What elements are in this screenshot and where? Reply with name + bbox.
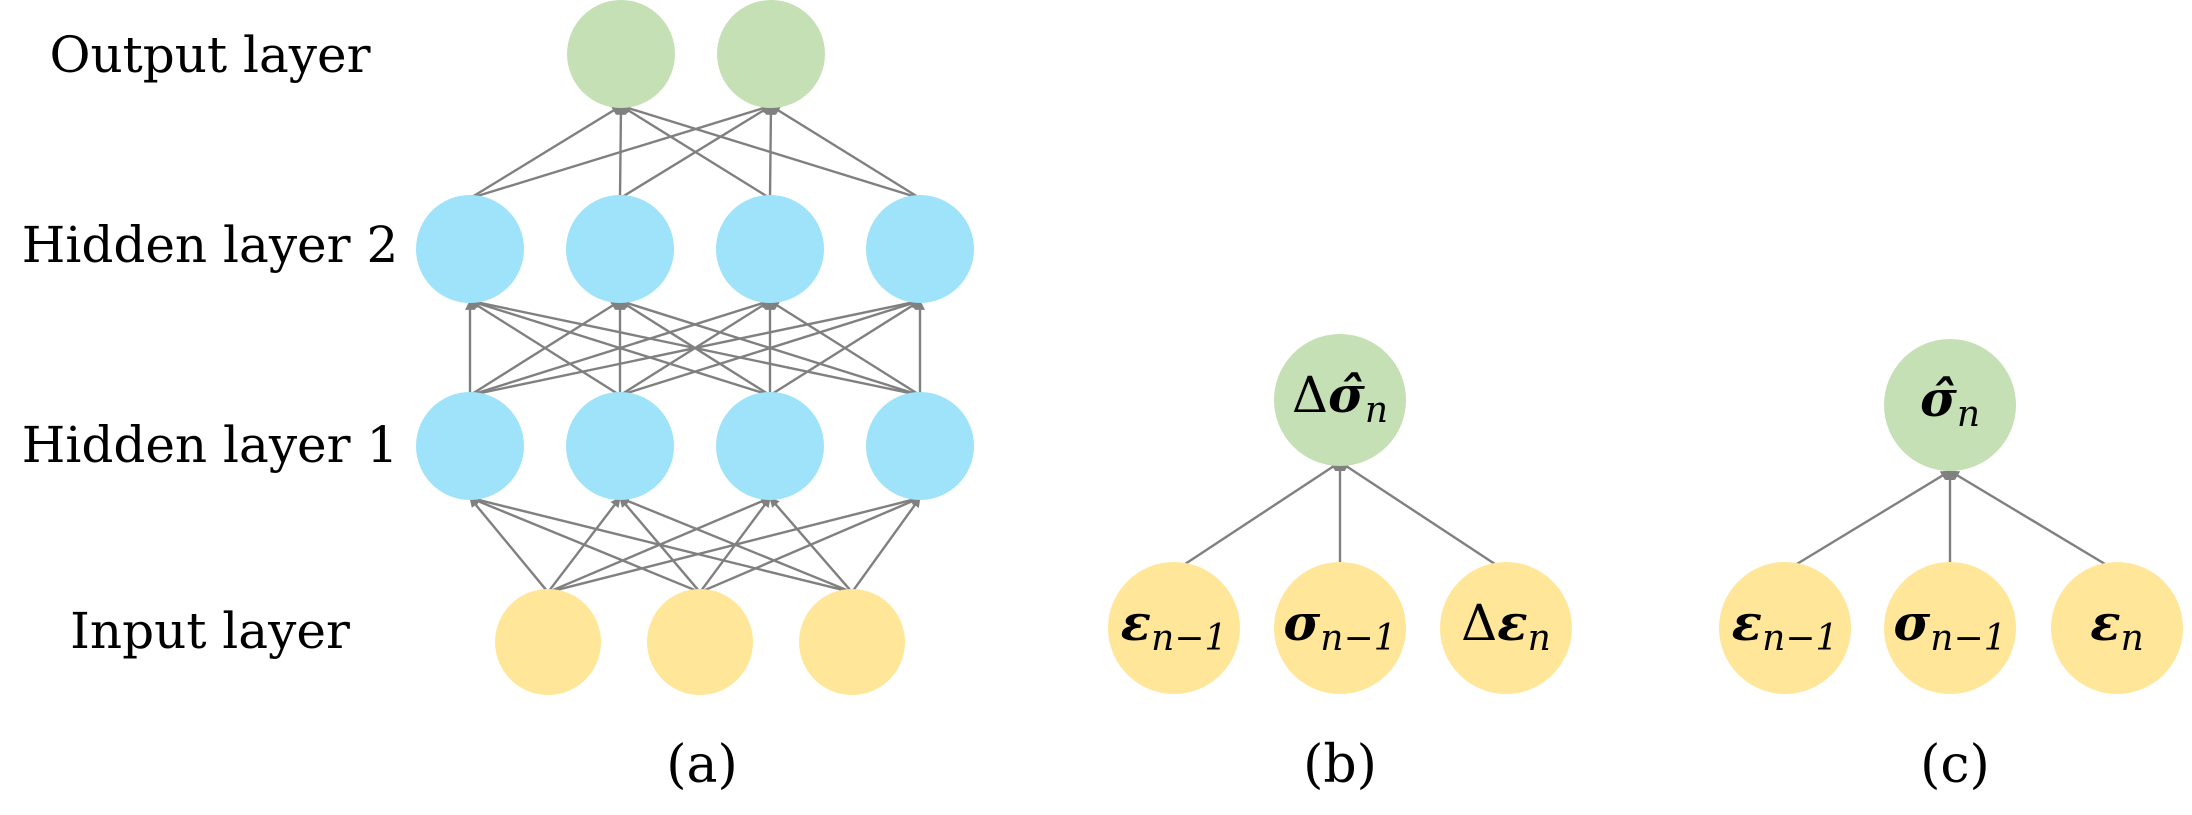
hidden-layer-2-label: Hidden layer 2 (22, 216, 399, 274)
panel-b-input-node-2 (1274, 562, 1406, 694)
output-node-1 (567, 0, 675, 108)
panel-b-caption: (b) (1303, 735, 1377, 795)
edge-hidden2-2-to-output-0 (620, 104, 771, 200)
hidden-layer-1-label: Hidden layer 1 (22, 416, 399, 474)
panel-c-output-node (1884, 339, 2016, 471)
output-node-2 (717, 0, 825, 108)
panel-c-nodes (1719, 339, 2183, 694)
panel-c-caption: (c) (1920, 735, 1990, 795)
edge-input-0-to-hidden1-0 (469, 497, 549, 593)
panel-c-connections (1786, 469, 2116, 572)
edge-c-input-1-to-output (1786, 469, 1951, 572)
panel-b-input-3-label: Δεn (1461, 593, 1551, 659)
input-node-3 (799, 589, 905, 695)
panel-c-input-node-2 (1884, 562, 2016, 694)
panel-b-nodes (1108, 334, 1572, 694)
edge-hidden1-1-to-hidden2-0 (469, 299, 621, 397)
hidden1-node-1 (416, 392, 524, 500)
edge-hidden1-2-to-hidden2-0 (469, 298, 771, 397)
hidden2-node-1 (416, 195, 524, 303)
panel-a-caption: (a) (666, 735, 738, 795)
panel-b-input-node-3 (1440, 562, 1572, 694)
edge-input-2-to-hidden1-0 (469, 495, 853, 594)
edge-input-2-to-hidden1-2 (769, 497, 853, 593)
panel-c-input-1-label: εn−1 (1732, 593, 1839, 659)
panel-b-input-node-1 (1108, 562, 1240, 694)
panel-b-output-node (1274, 334, 1406, 466)
edge-b-input-1-to-output (1175, 460, 1341, 572)
input-node-2 (647, 589, 753, 695)
panel-c-output-label: σ̂n (1920, 369, 1980, 435)
edge-b-input-3-to-output (1339, 460, 1505, 572)
panel-b-connections (1175, 460, 1505, 572)
edge-hidden2-3-to-output-0 (620, 103, 921, 200)
hidden2-node-2 (566, 195, 674, 303)
output-layer-label: Output layer (49, 26, 370, 84)
edge-hidden2-1-to-output-0 (615, 104, 626, 199)
panel-b-input-1-label: εn−1 (1121, 593, 1228, 659)
edge-input-2-to-hidden1-3 (851, 497, 921, 593)
panel-b-output-label: Δσ̂n (1292, 365, 1388, 431)
panel-c-input-3-label: εn (2090, 593, 2144, 659)
panel-b-input-2-label: σn−1 (1283, 593, 1396, 659)
hidden2-node-3 (716, 195, 824, 303)
panel-a-connections (465, 103, 925, 594)
edge-c-input-3-to-output (1949, 469, 2116, 572)
panel-c-input-2-label: σn−1 (1893, 593, 2006, 659)
panel-a-nodes (416, 0, 974, 695)
hidden1-node-4 (866, 392, 974, 500)
panel-c-input-node-1 (1719, 562, 1851, 694)
edge-hidden1-3-to-hidden2-1 (619, 298, 921, 397)
edge-input-2-to-hidden1-1 (619, 496, 853, 594)
hidden1-node-2 (566, 392, 674, 500)
edge-hidden2-0-to-output-0 (469, 104, 622, 200)
edge-hidden1-3-to-hidden2-0 (469, 297, 921, 397)
hidden2-node-4 (866, 195, 974, 303)
input-node-1 (495, 589, 601, 695)
edge-hidden1-3-to-hidden2-2 (769, 299, 921, 397)
hidden1-node-3 (716, 392, 824, 500)
edge-input-1-to-hidden1-0 (469, 496, 701, 594)
input-layer-label: Input layer (70, 602, 350, 660)
edge-hidden2-3-to-output-1 (770, 104, 921, 200)
panel-c-input-node-3 (2051, 562, 2183, 694)
